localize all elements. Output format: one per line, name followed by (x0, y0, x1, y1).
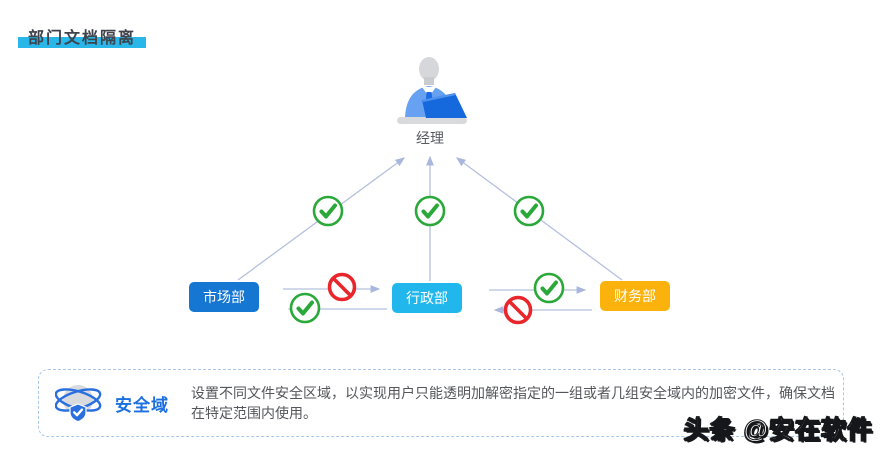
department-box-finance: 财务部 (600, 281, 670, 311)
manager-person-icon (397, 57, 467, 124)
department-box-marketing: 市场部 (189, 282, 259, 312)
security-domain-title: 安全域 (115, 395, 169, 415)
allowed-check-icon (513, 195, 545, 227)
allowed-check-icon (414, 195, 446, 227)
security-domain-icon (55, 385, 102, 423)
allowed-check-icon (289, 292, 321, 324)
manager-label: 经理 (416, 130, 444, 146)
watermark-text: 头条 @安在软件 (683, 416, 873, 445)
security-domain-description: 设置不同文件安全区域，以实现用户只能透明加解密指定的一组或者几组安全域内的加密文… (191, 385, 835, 421)
department-box-admin: 行政部 (392, 283, 462, 313)
blocked-prohibition-icon (327, 272, 357, 302)
allowed-check-icon (533, 272, 565, 304)
page-title-text: 部门文档隔离 (28, 30, 137, 47)
title-highlight-bar (18, 37, 146, 48)
blocked-prohibition-icon (503, 295, 533, 325)
page-title: 部门文档隔离 (18, 24, 146, 48)
security-domain-info-box: 安全域 设置不同文件安全区域，以实现用户只能透明加解密指定的一组或者几组安全域内… (38, 369, 844, 437)
allowed-check-icon (312, 195, 344, 227)
